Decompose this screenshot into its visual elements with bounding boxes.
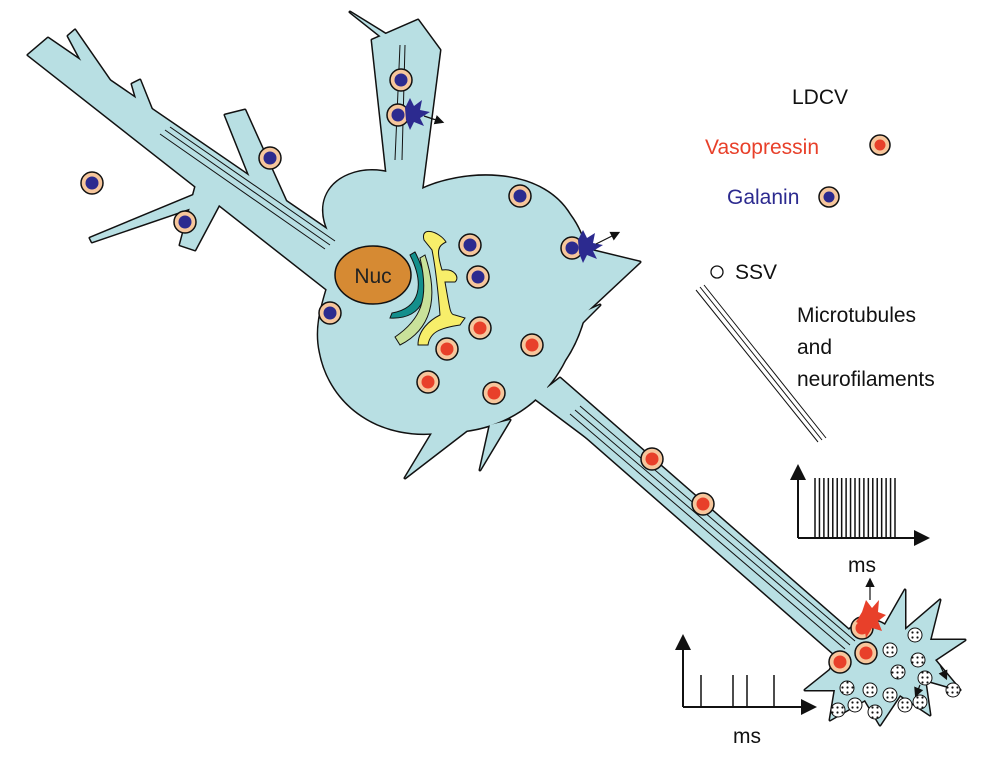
microtubules [159, 44, 856, 650]
galanin-vesicle [389, 68, 413, 92]
ssv [917, 670, 933, 686]
low-freq-axis-label: ms [733, 725, 761, 748]
legend: LDCV Vasopressin Galanin SSV Microtubule… [695, 86, 935, 443]
nucleus-label: Nuc [354, 265, 391, 288]
nucleus: Nuc [334, 245, 412, 305]
vasopressin-vesicle [482, 381, 506, 405]
galanin-vesicle [386, 103, 410, 127]
ldcv-vesicles [80, 68, 878, 674]
vasopressin-vesicle [640, 447, 664, 471]
high-freq-axis-label: ms [848, 554, 876, 577]
vasopressin-vesicle [435, 337, 459, 361]
legend-ssv: SSV [735, 261, 777, 284]
ssv [862, 682, 878, 698]
ssv [907, 627, 923, 643]
galanin-release-burst [405, 98, 621, 263]
galanin-vesicle [173, 210, 197, 234]
low-frequency-spike-train: ms [675, 634, 817, 748]
vasopressin-vesicle [520, 333, 544, 357]
high-frequency-spike-train: ms [790, 464, 930, 577]
legend-microtubules: Microtubules [797, 304, 916, 327]
ssv [890, 664, 906, 680]
ssv [830, 702, 846, 718]
vasopressin-vesicle [691, 492, 715, 516]
vasopressin-vesicle [468, 316, 492, 340]
legend-vasopressin: Vasopressin [705, 136, 819, 159]
vasopressin-release-burst [856, 577, 886, 638]
vasopressin-vesicle [828, 650, 852, 674]
legend-galanin: Galanin [727, 186, 799, 209]
ssv [839, 680, 855, 696]
ssv [882, 687, 898, 703]
galanin-vesicle [318, 301, 342, 325]
legend-microtubules-and: and [797, 336, 832, 359]
ssv [867, 704, 883, 720]
ssv [847, 697, 863, 713]
ssv [897, 697, 913, 713]
galanin-vesicle [258, 146, 282, 170]
ssv-vesicles [830, 627, 961, 720]
galanin-vesicle [458, 233, 482, 257]
galanin-vesicle [80, 171, 104, 195]
ssv-release [914, 664, 948, 698]
galanin-vesicle [508, 184, 532, 208]
vasopressin-vesicle [854, 641, 878, 665]
galanin-vesicle [466, 265, 490, 289]
ssv [945, 682, 961, 698]
legend-neurofilaments: neurofilaments [797, 368, 935, 391]
ssv [910, 652, 926, 668]
ssv [912, 694, 928, 710]
legend-ldcv: LDCV [792, 86, 848, 109]
vasopressin-vesicle [416, 370, 440, 394]
golgi-apparatus [389, 230, 466, 346]
ssv [882, 642, 898, 658]
